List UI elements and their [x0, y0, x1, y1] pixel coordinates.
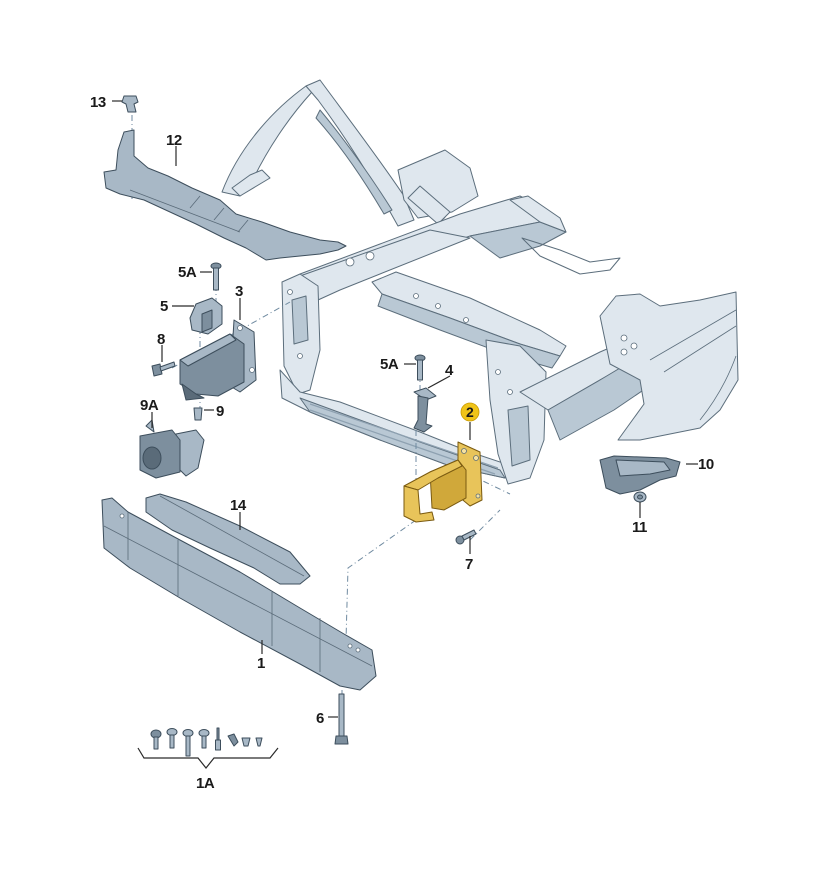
part-9A-sensor[interactable] [139, 419, 205, 479]
part-7-bolt[interactable] [455, 529, 477, 545]
callout-12[interactable]: 12 [166, 132, 182, 149]
callout-4[interactable]: 4 [445, 362, 455, 379]
callout-14[interactable]: 14 [230, 497, 247, 514]
part-9-rivet-nut[interactable] [193, 407, 203, 421]
part-5A-left-bolt[interactable] [210, 262, 222, 291]
callout-3[interactable]: 3 [235, 283, 244, 300]
leader-lines [112, 100, 698, 769]
callout-9[interactable]: 9 [216, 403, 225, 420]
kit-bolt-1 [150, 729, 162, 750]
kit-stud-5 [215, 727, 221, 751]
part-11-nut[interactable] [633, 491, 647, 503]
kit-nut-7 [241, 737, 251, 747]
callout-10[interactable]: 10 [698, 456, 714, 473]
callout-7[interactable]: 7 [465, 556, 474, 573]
callout-2-highlighted[interactable]: 2 [460, 402, 480, 422]
kit-clip-6 [227, 733, 239, 747]
part-3-crash-box-left[interactable] [179, 319, 257, 401]
kit-screw-4 [198, 729, 210, 749]
callout-5A-center[interactable]: 5A [380, 356, 399, 373]
callout-5A-left[interactable]: 5A [178, 264, 197, 281]
part-4-bracket[interactable] [413, 387, 437, 433]
part-5-bracket[interactable] [189, 297, 223, 335]
callout-1[interactable]: 1 [257, 655, 266, 672]
kit-clip-8 [255, 737, 263, 747]
callout-5[interactable]: 5 [160, 298, 169, 315]
part-5A-center-bolt[interactable] [414, 354, 426, 381]
callout-2: 2 [466, 404, 474, 420]
part-14-bumper-foam-strip[interactable] [145, 493, 311, 585]
callout-labels: 13 12 5A 5 3 8 9A 9 5A 4 2 7 10 11 14 1 … [90, 94, 714, 792]
part-13-clip[interactable] [121, 95, 139, 113]
part-12-upper-cover-panel[interactable] [103, 129, 347, 261]
part-1A-fastener-kit[interactable] [150, 727, 263, 757]
part-6-long-bolt[interactable] [334, 693, 349, 745]
callout-13[interactable]: 13 [90, 94, 106, 111]
part-1-bumper-reinforcement[interactable] [101, 497, 377, 691]
callout-6[interactable]: 6 [316, 710, 325, 727]
kit-screw-3 [182, 729, 194, 757]
callout-1A[interactable]: 1A [196, 775, 215, 792]
body-structure [221, 79, 739, 485]
highlight-badge [460, 402, 480, 422]
part-8-bolt[interactable] [151, 361, 176, 377]
callout-9A[interactable]: 9A [140, 397, 159, 414]
callout-8[interactable]: 8 [157, 331, 166, 348]
kit-screw-2 [166, 728, 178, 749]
part-10-fender-bracket[interactable] [599, 455, 681, 495]
part-2-crash-box-right[interactable] [403, 441, 483, 523]
callout-11[interactable]: 11 [632, 519, 648, 536]
